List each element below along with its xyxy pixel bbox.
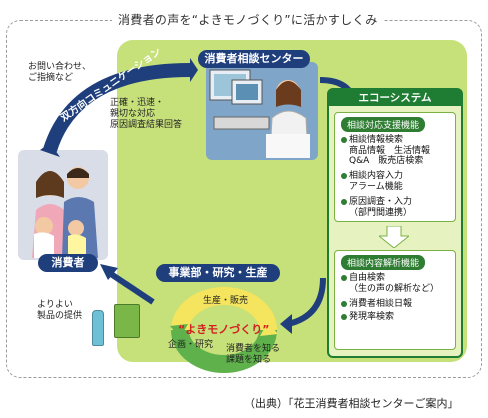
support-item-1: 相談情報検索 商品情報 生活情報 Q&A 販売店検索 [340, 135, 431, 166]
cycle-center: “よきモノづくり” [178, 323, 270, 336]
interactive-arrow [40, 58, 198, 157]
cycle-diagram [170, 287, 278, 373]
consumers-illustration [18, 150, 108, 260]
improvement-note: よりよい 製品の提供 [37, 300, 83, 321]
consumers-label: 消費者 [38, 254, 98, 272]
support-item-2: 相談内容入力 アラーム機能 [340, 171, 404, 192]
support-function-box: 相談対応支援機能 相談情報検索 商品情報 生活情報 Q&A 販売店検索 相談内容… [334, 112, 456, 222]
eco-system-panel: エコーシステム 相談対応支援機能 相談情報検索 商品情報 生活情報 Q&A 販売… [327, 88, 463, 358]
cycle-step-know-consumers: 消費者を知る 課題を知る [226, 344, 281, 365]
consumer-center-label: 消費者相談センター [198, 50, 310, 68]
down-arrow-icon [379, 226, 409, 248]
diagram-title: 消費者の声を“よきモノづくり”に活かすしくみ [112, 11, 384, 28]
consumer-center-illustration [206, 62, 318, 160]
source-note: （出典）「花王消費者相談センターご案内」 [244, 397, 459, 410]
analysis-function-box: 相談内容解析機能 自由検索 （生の声の解析など） 消費者相談日報 発現率検索 [334, 250, 456, 350]
cycle-step-production: 生産・販売 [203, 296, 249, 306]
cycle-step-planning: 企画・研究 [168, 340, 214, 350]
product-box-icon [114, 304, 140, 338]
business-to-consumer-arrow [100, 264, 155, 305]
inquiry-note: お問い合わせ、 ご指摘など [28, 62, 92, 83]
operator-icon [209, 69, 310, 158]
analysis-function-label: 相談内容解析機能 [341, 255, 426, 270]
support-function-label: 相談対応支援機能 [341, 117, 426, 132]
support-item-3: 原因調査・入力 （部門間連携） [340, 197, 413, 218]
eco-system-label: エコーシステム [329, 90, 461, 106]
analysis-item-3: 発現率検索 [340, 312, 395, 322]
product-bottle-icon [92, 310, 104, 346]
business-label: 事業部・研究・生産 [156, 264, 280, 282]
response-note: 正確・迅速・ 親切な対応 原因調査結果回答 [110, 98, 183, 130]
eco-to-business-arrow [280, 277, 326, 334]
analysis-item-2: 消費者相談日報 [340, 299, 413, 309]
family-icon [32, 167, 98, 258]
analysis-item-1: 自由検索 （生の声の解析など） [340, 273, 440, 294]
